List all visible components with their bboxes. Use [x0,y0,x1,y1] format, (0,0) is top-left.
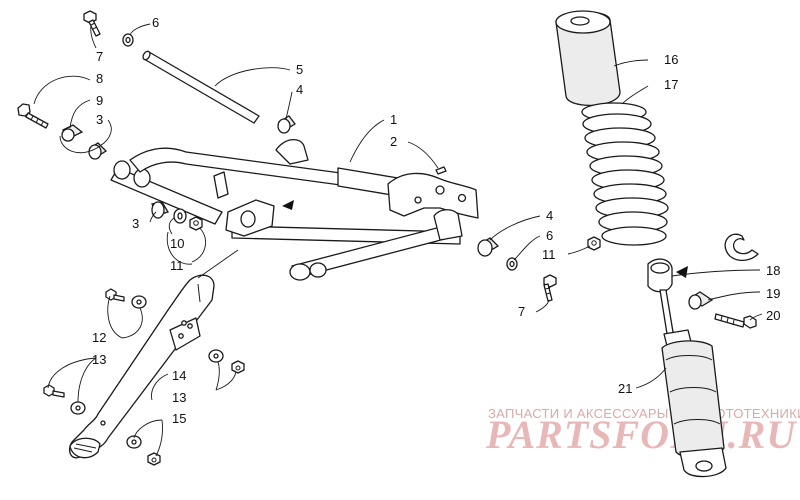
callout-4-right: 4 [546,208,553,223]
callout-19: 19 [766,286,780,301]
bushing-4-top [277,115,296,134]
callout-1: 1 [390,112,397,127]
washer-6-right [506,257,518,271]
callout-13-left: 13 [92,352,106,367]
washer-13-top [131,295,147,309]
orientation-arrow-arm [282,200,294,210]
callout-7-top: 7 [96,49,103,64]
callout-10: 10 [170,236,184,251]
callout-11-left: 11 [170,258,184,273]
bump-stop-16 [555,10,621,106]
callout-9: 9 [96,93,103,108]
watermark-caption: ЗАПЧАСТИ И АКСЕССУАРЫ ДЛЯ МОТОТЕХНИКИ [488,406,800,421]
callout-4-top: 4 [296,82,303,97]
callout-3-upper: 3 [96,112,103,127]
bushing-3-lower [151,201,169,219]
bushing-4-right [477,237,500,257]
callout-16: 16 [664,52,678,67]
spacer-9 [61,124,84,142]
callout-3-lower: 3 [132,216,139,231]
callout-14: 14 [172,368,186,383]
nut-11-left [189,216,203,231]
nut-15-right [231,360,245,374]
bolt-8 [17,103,49,129]
limiter-strap [68,274,215,459]
shock-absorber-21 [647,258,727,478]
bolt-7-right [543,274,557,302]
washer-10 [173,208,187,224]
nut-11-right [587,236,601,251]
callout-8: 8 [96,71,103,86]
shaft-5 [142,50,260,124]
washer-lower-right [126,435,142,449]
callout-17: 17 [664,77,678,92]
callout-18: 18 [766,263,780,278]
bolt-7-top [83,10,101,37]
orientation-arrow-shock [676,266,688,278]
callout-6-right: 6 [546,228,553,243]
spacer-19 [688,291,714,310]
bolt-lower-left [43,384,65,398]
washer-13-right [208,349,224,363]
callout-21: 21 [618,381,632,396]
spring-retainer-18 [724,233,759,261]
leader-lines [33,23,763,457]
callout-5: 5 [296,62,303,77]
spring-17 [581,102,669,246]
callout-15: 15 [172,411,186,426]
callout-labels: 6 7 8 9 3 5 4 1 2 3 10 11 4 6 11 7 12 13… [92,15,780,426]
washer-6-top [122,33,134,47]
bolt-12 [105,288,125,302]
a-arm-assembly [110,139,479,281]
callout-6-top: 6 [152,15,159,30]
washer-lower-left [70,401,86,415]
nut-lower [147,452,161,466]
callout-13-right: 13 [172,390,186,405]
callout-11-right: 11 [542,247,556,262]
callout-2: 2 [390,134,397,149]
callout-7-right: 7 [518,304,525,319]
watermark-logo: PARTSFORU.RU [485,412,797,457]
bolt-20 [714,313,757,329]
callout-12: 12 [92,330,106,345]
callout-20: 20 [766,308,780,323]
